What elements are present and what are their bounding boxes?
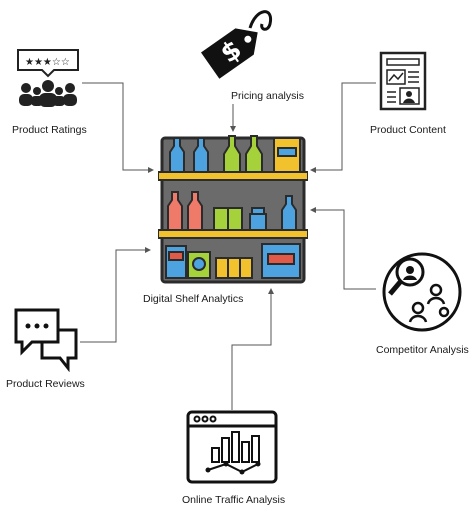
star-rating-audience-icon: ★★★☆☆ bbox=[17, 49, 79, 107]
competitor-node bbox=[380, 250, 464, 332]
svg-text:★★★☆☆: ★★★☆☆ bbox=[25, 57, 70, 68]
ratings-node: ★★★☆☆ bbox=[12, 46, 84, 108]
connector-competitor bbox=[310, 207, 376, 290]
content-label: Product Content bbox=[370, 124, 446, 136]
chat-bubbles-icon bbox=[14, 308, 78, 373]
hub-shelf bbox=[157, 134, 309, 286]
store-shelf-icon bbox=[157, 135, 309, 284]
document-icon bbox=[379, 51, 427, 111]
reviews-label: Product Reviews bbox=[6, 378, 85, 390]
competitor-label: Competitor Analysis bbox=[376, 344, 469, 356]
traffic-label: Online Traffic Analysis bbox=[182, 494, 286, 506]
ratings-label: Product Ratings bbox=[12, 124, 87, 136]
content-node bbox=[378, 50, 430, 114]
pricing-node: $ bbox=[190, 2, 280, 84]
connector-traffic bbox=[231, 288, 274, 410]
traffic-node bbox=[186, 410, 278, 484]
pricing-label: Pricing analysis bbox=[231, 90, 304, 102]
reviews-node bbox=[12, 306, 82, 373]
price-tag-icon: $ bbox=[201, 10, 273, 79]
magnifier-people-icon bbox=[382, 252, 462, 332]
browser-analytics-icon bbox=[186, 410, 278, 484]
connector-ratings bbox=[82, 82, 154, 173]
connector-content bbox=[310, 82, 376, 173]
connector-reviews bbox=[80, 247, 151, 343]
hub-label: Digital Shelf Analytics bbox=[143, 293, 244, 305]
